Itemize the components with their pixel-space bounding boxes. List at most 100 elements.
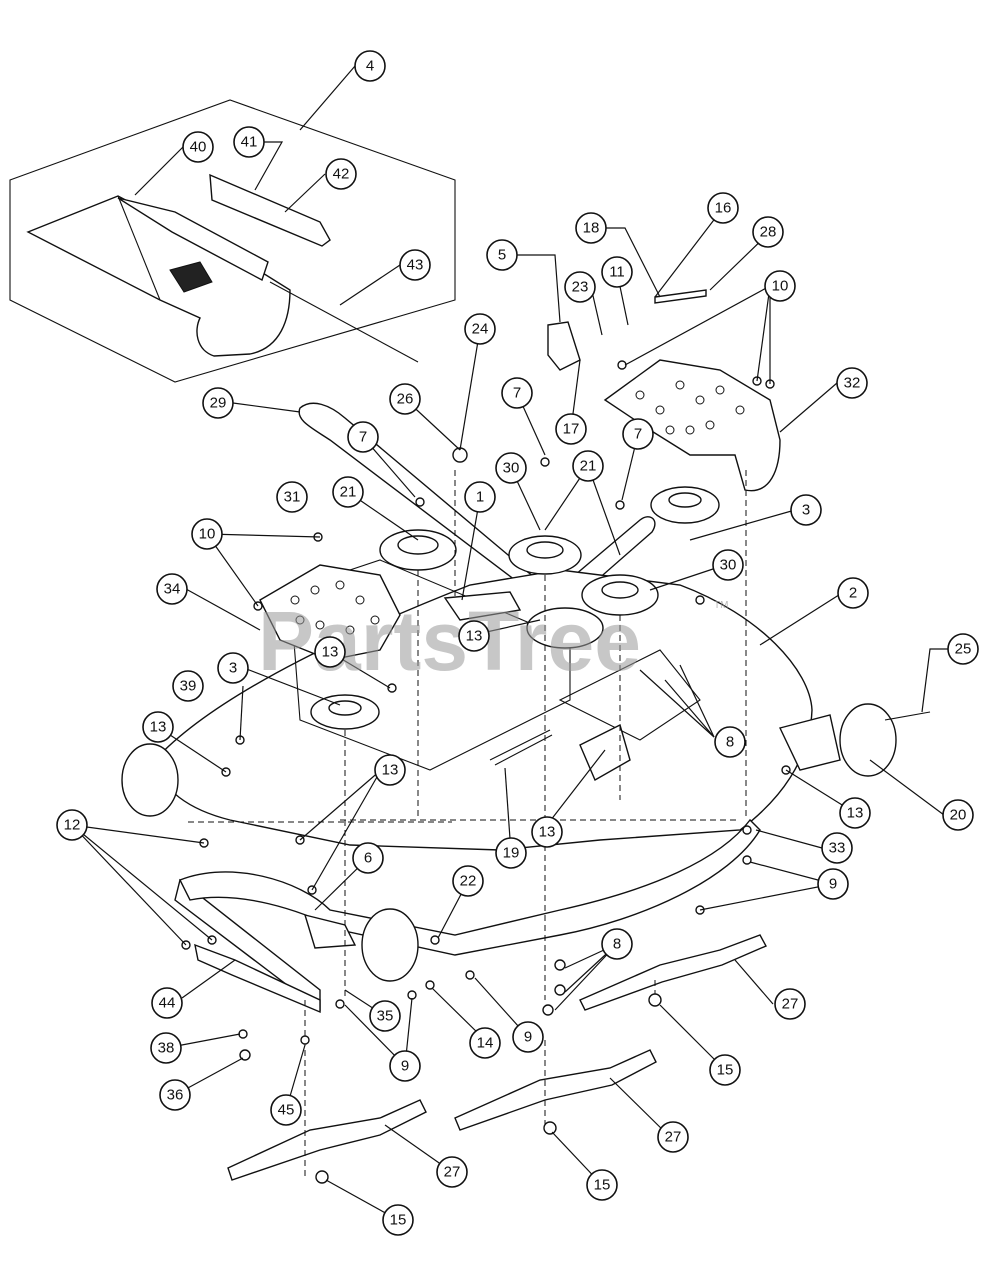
callout-13-e: 13	[531, 816, 563, 848]
callout-4: 4	[354, 50, 386, 82]
svg-text:9: 9	[524, 1029, 532, 1046]
svg-text:10: 10	[772, 278, 789, 295]
svg-text:12: 12	[64, 817, 81, 834]
callout-25: 25	[947, 633, 979, 665]
callout-18: 18	[575, 212, 607, 244]
callout-8-a: 8	[714, 726, 746, 758]
deck-belt	[298, 402, 656, 603]
svg-text:10: 10	[199, 526, 216, 543]
callout-41: 41	[233, 126, 265, 158]
svg-text:40: 40	[190, 139, 207, 156]
callout-22: 22	[452, 865, 484, 897]
callout-11: 11	[601, 256, 633, 288]
svg-text:5: 5	[498, 247, 506, 264]
callout-13-c: 13	[142, 711, 174, 743]
callout-30-right: 30	[712, 549, 744, 581]
svg-text:26: 26	[397, 391, 414, 408]
callout-32: 32	[836, 367, 868, 399]
svg-text:38: 38	[158, 1040, 175, 1057]
callout-13-f: 13	[839, 797, 871, 829]
svg-text:14: 14	[477, 1035, 494, 1052]
callouts: 1 2 3 3 4 5 6 7 7 7 8 8 9 9 9 10 10 11 1…	[56, 50, 979, 1236]
callout-12: 12	[56, 809, 88, 841]
callout-10-left: 10	[191, 518, 223, 550]
callout-13-a: 13	[314, 636, 346, 668]
svg-text:7: 7	[634, 426, 642, 443]
pulleys	[310, 486, 720, 730]
svg-text:13: 13	[382, 762, 399, 779]
svg-text:27: 27	[782, 996, 799, 1013]
svg-text:36: 36	[167, 1087, 184, 1104]
callout-3-right: 3	[790, 494, 822, 526]
svg-text:30: 30	[720, 557, 737, 574]
callout-34: 34	[156, 573, 188, 605]
svg-text:7: 7	[513, 385, 521, 402]
gauge-wheels	[121, 703, 931, 982]
svg-text:31: 31	[284, 489, 301, 506]
callout-1: 1	[464, 481, 496, 513]
callout-31: 31	[276, 481, 308, 513]
svg-text:22: 22	[460, 873, 477, 890]
svg-text:41: 41	[241, 134, 258, 151]
callout-20: 20	[942, 799, 974, 831]
callout-7-a: 7	[501, 377, 533, 409]
callout-8-b: 8	[601, 928, 633, 960]
watermark-text: PartsTree	[258, 594, 641, 688]
svg-text:29: 29	[210, 395, 227, 412]
svg-text:45: 45	[278, 1102, 295, 1119]
callout-26: 26	[389, 383, 421, 415]
svg-text:13: 13	[847, 805, 864, 822]
callout-30-center: 30	[495, 452, 527, 484]
svg-text:8: 8	[613, 936, 621, 953]
callout-35: 35	[369, 1000, 401, 1032]
svg-text:13: 13	[150, 719, 167, 736]
svg-text:27: 27	[444, 1164, 461, 1181]
svg-text:21: 21	[580, 458, 597, 475]
svg-text:42: 42	[333, 166, 350, 183]
callout-42: 42	[325, 158, 357, 190]
svg-text:15: 15	[717, 1062, 734, 1079]
callout-16: 16	[707, 192, 739, 224]
callout-15-b: 15	[586, 1169, 618, 1201]
svg-text:8: 8	[726, 734, 734, 751]
callout-29: 29	[202, 387, 234, 419]
callout-7-b: 7	[347, 421, 379, 453]
callout-38: 38	[150, 1032, 182, 1064]
svg-text:4: 4	[366, 58, 374, 75]
callout-33: 33	[821, 832, 853, 864]
callout-40: 40	[182, 131, 214, 163]
callout-6: 6	[352, 842, 384, 874]
svg-text:44: 44	[159, 995, 176, 1012]
callout-13-d: 13	[374, 754, 406, 786]
callout-2: 2	[837, 577, 869, 609]
svg-text:43: 43	[407, 257, 424, 274]
callout-28: 28	[752, 216, 784, 248]
svg-text:9: 9	[829, 876, 837, 893]
hardware	[181, 289, 791, 1184]
svg-text:35: 35	[377, 1008, 394, 1025]
svg-text:3: 3	[229, 660, 237, 677]
callout-19: 19	[495, 837, 527, 869]
svg-text:16: 16	[715, 200, 732, 217]
svg-text:33: 33	[829, 840, 846, 857]
svg-text:7: 7	[359, 429, 367, 446]
callout-27-a: 27	[774, 988, 806, 1020]
callout-36: 36	[159, 1079, 191, 1111]
svg-text:1: 1	[476, 489, 484, 506]
callout-39: 39	[172, 670, 204, 702]
watermark-trademark: TM	[714, 600, 728, 611]
callout-23: 23	[564, 271, 596, 303]
blades	[194, 934, 767, 1181]
callout-9-c: 9	[389, 1050, 421, 1082]
svg-text:11: 11	[609, 264, 625, 281]
callout-21-center: 21	[572, 450, 604, 482]
svg-text:24: 24	[472, 321, 489, 338]
svg-text:25: 25	[955, 641, 972, 658]
svg-text:3: 3	[802, 502, 810, 519]
callout-17: 17	[555, 413, 587, 445]
callout-15-a: 15	[709, 1054, 741, 1086]
callout-5: 5	[486, 239, 518, 271]
callout-9-a: 9	[817, 868, 849, 900]
callout-9-b: 9	[512, 1021, 544, 1053]
